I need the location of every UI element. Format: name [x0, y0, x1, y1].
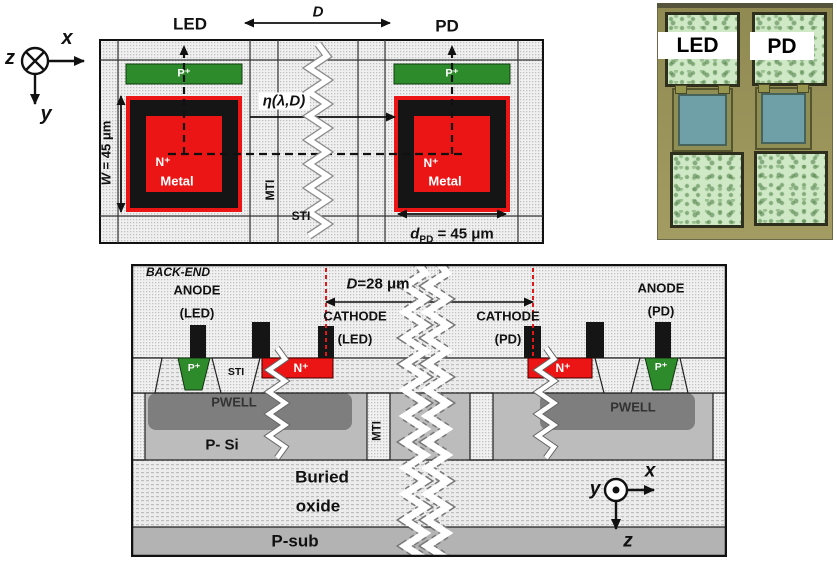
central-break-zigzag	[395, 264, 457, 557]
led-device-frame	[672, 85, 733, 152]
width-label: W = 45 μm	[98, 120, 114, 186]
axis-tl-y-label: y	[40, 103, 52, 125]
top-view-break-zigzag	[301, 41, 335, 240]
cs-nplus-led-label: N⁺	[293, 361, 309, 375]
anode-led-label-1: ANODE	[173, 282, 221, 298]
led-pplus-label: P⁺	[177, 67, 191, 80]
cs-nplus-pd-label: N⁺	[555, 361, 571, 375]
cathode-led-label-1: CATHODE	[323, 308, 387, 324]
cs-sti-label: STI	[227, 365, 245, 378]
pwell-right	[540, 393, 695, 430]
photo-pd-label: PD	[750, 32, 814, 60]
axis-br-x-label: x	[644, 460, 656, 482]
top-view-sti-label: STI	[291, 209, 311, 223]
sti-pd-region	[594, 357, 641, 394]
anode-pd-label-1: ANODE	[637, 280, 685, 296]
cathode-pd-label-1: CATHODE	[476, 308, 540, 324]
pd-mid-contact	[586, 322, 604, 358]
axis-top-left	[20, 46, 85, 105]
pd-pplus-label: P⁺	[445, 67, 459, 80]
led-frame-tab-right	[718, 85, 730, 94]
d28-label: D=28 μm	[346, 275, 410, 293]
cross-section-diagram	[131, 264, 727, 557]
efficiency-label: η(λ,D)	[258, 92, 310, 110]
cross-section-border	[131, 264, 727, 557]
back-end-label: BACK-END	[146, 265, 210, 279]
sti-border-right	[679, 357, 727, 394]
axis-tl-x-label: x	[61, 27, 73, 49]
cathode-pd-label-2: (PD)	[494, 331, 522, 347]
pd-device-frame	[755, 84, 812, 150]
photo-top-edge	[657, 3, 833, 8]
pd-size-label: dPD = 45 μm	[410, 225, 494, 246]
anode-pd-label-2: (PD)	[647, 303, 675, 319]
anode-led-label-2: (LED)	[179, 305, 215, 321]
axis-br-y-label: y	[589, 478, 601, 500]
axis-tl-z-label: z	[5, 47, 15, 69]
sti-border-left	[131, 357, 163, 394]
pd-frame-tab-left	[758, 84, 770, 93]
led-metal-label: Metal	[160, 173, 194, 189]
cs-pplus-led-label: P⁺	[187, 361, 201, 374]
pd-break-zigzag	[532, 346, 560, 460]
chip-micrograph: LED PD	[657, 3, 833, 240]
pd-bottom-bond-pad	[754, 151, 828, 226]
top-view-pd-label: PD	[435, 16, 459, 36]
pd-frame-tab-right	[797, 84, 809, 93]
cs-pplus-pd-label: P⁺	[654, 360, 668, 373]
top-view-led-label: LED	[173, 14, 207, 34]
anode-pd-contact	[655, 322, 671, 358]
pd-nplus-label: N⁺	[423, 156, 439, 170]
top-view-distance-label: D	[312, 3, 324, 21]
led-nplus-label: N⁺	[155, 155, 171, 169]
anode-led-contact	[190, 325, 206, 358]
led-active-area	[678, 94, 727, 146]
pd-active-area	[761, 93, 806, 144]
sti-led-region	[211, 357, 261, 394]
mti-trench-right	[469, 392, 494, 461]
axis-br-z-label: z	[623, 530, 633, 552]
p-si-label: P- Si	[205, 436, 239, 454]
led-break-zigzag	[263, 346, 291, 460]
pd-metal-label: Metal	[428, 173, 462, 189]
led-mid-contact	[252, 322, 270, 358]
cs-mti-label: MTI	[371, 421, 384, 441]
cathode-led-label-2: (LED)	[337, 331, 373, 347]
top-view-mti-label: MTI	[263, 179, 277, 201]
z-into-page-icon	[20, 46, 50, 76]
pwell-left-label: PWELL	[211, 394, 257, 410]
buried-oxide-label-1: Buried	[295, 467, 349, 487]
p-sub-label: P-sub	[271, 531, 319, 551]
led-bottom-bond-pad	[670, 152, 744, 228]
top-view-diagram	[99, 18, 544, 244]
buried-oxide-label-2: oxide	[295, 496, 341, 516]
photo-led-label: LED	[658, 32, 737, 59]
led-frame-tab-left	[675, 85, 687, 94]
pwell-right-label: PWELL	[610, 399, 656, 415]
pwell-left	[148, 393, 352, 430]
